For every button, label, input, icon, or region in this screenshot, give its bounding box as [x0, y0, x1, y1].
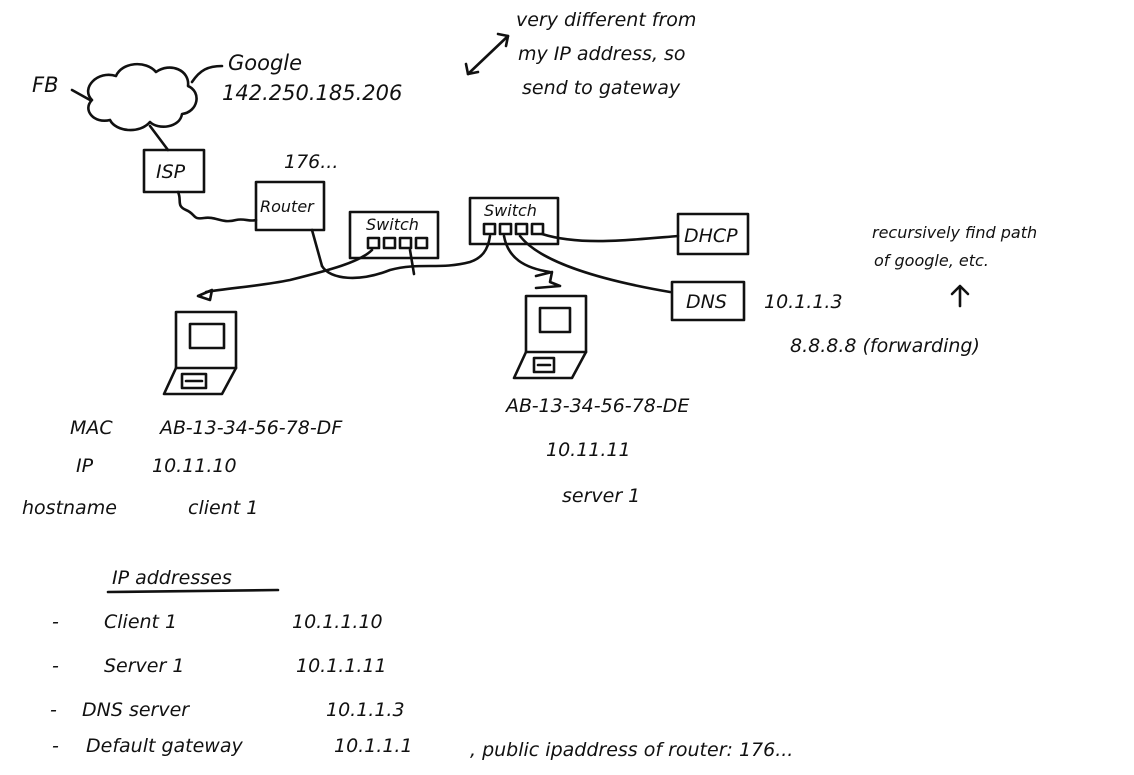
switch2-dns-link	[518, 234, 672, 294]
ip-list-item-name: Client 1	[104, 611, 177, 633]
google-label: Google	[228, 51, 302, 75]
switch1-switch2-link	[320, 234, 492, 280]
ip-list-heading: IP addresses	[112, 567, 232, 589]
router-box	[254, 180, 326, 232]
ip-list-item-name: Server 1	[104, 655, 184, 677]
dns-ip: 10.1.1.3	[764, 291, 843, 313]
ip-list-item-name: Default gateway	[86, 735, 243, 757]
client-mac: AB-13-34-56-78-DF	[158, 417, 343, 439]
switch1-client-link	[204, 248, 374, 294]
server-ip: 10.11.11	[546, 439, 631, 461]
public-ip-note: , public ipaddress of router: 176...	[470, 739, 793, 761]
client-ip: 10.11.10	[152, 455, 237, 477]
google-ip: 142.250.185.206	[222, 81, 402, 105]
switch2-label: Switch	[484, 201, 537, 220]
isp-box	[142, 148, 206, 194]
note-arrow	[466, 34, 510, 76]
isp-router-link	[176, 190, 258, 223]
note-line2: my IP address, so	[518, 43, 686, 65]
svg-text:-: -	[52, 611, 59, 633]
note-line3: send to gateway	[522, 77, 681, 99]
note-line1: very different from	[516, 9, 696, 31]
switch2-server-link	[502, 234, 552, 274]
client-laptop-icon	[162, 288, 238, 396]
recursive-line1: recursively find path	[872, 223, 1037, 242]
server-laptop-icon	[512, 270, 588, 380]
router-label: Router	[260, 197, 315, 216]
note-arrow-head1	[496, 32, 510, 48]
dhcp-box	[676, 212, 750, 256]
dns-forwarding: 8.8.8.8 (forwarding)	[790, 335, 980, 357]
google-connector	[190, 64, 224, 84]
ip-list-item: - DNS server 10.1.1.3	[50, 699, 405, 721]
router-ip: 176...	[284, 151, 338, 173]
svg-text:-: -	[52, 735, 59, 757]
isp-label: ISP	[156, 161, 186, 183]
client-hostname-label: hostname	[22, 497, 117, 519]
ip-list-heading-underline	[106, 588, 280, 594]
switch2-box	[468, 196, 560, 246]
ip-list-item-ip: 10.1.1.3	[326, 699, 405, 721]
router-switch1-link	[310, 228, 324, 268]
server-mac: AB-13-34-56-78-DE	[504, 395, 689, 417]
client-ip-label: IP	[76, 455, 94, 477]
ip-list-item-ip: 10.1.1.10	[292, 611, 383, 633]
switch1-label: Switch	[366, 215, 419, 234]
dhcp-label: DHCP	[684, 225, 738, 247]
recursive-arrow	[950, 284, 970, 308]
switch2-dhcp-link	[540, 232, 680, 243]
cloud-isp-link	[148, 124, 170, 152]
fb-connector	[70, 88, 92, 102]
switch1-ports	[366, 236, 429, 250]
client-hostname: client 1	[188, 497, 258, 519]
client-mac-label: MAC	[70, 417, 113, 439]
switch1-box	[348, 210, 440, 260]
recursive-line2: of google, etc.	[874, 251, 989, 270]
ip-list-item-ip: 10.1.1.11	[296, 655, 387, 677]
server-name: server 1	[562, 485, 640, 507]
switch1-down-link	[408, 248, 416, 276]
ip-list-item: - Default gateway 10.1.1.1	[52, 735, 413, 757]
svg-text:-: -	[52, 655, 59, 677]
ip-list-item: - Server 1 10.1.1.11	[52, 655, 387, 677]
svg-text:-: -	[50, 699, 57, 721]
ip-list-item: - Client 1 10.1.1.10	[52, 611, 383, 633]
fb-label: FB	[32, 73, 59, 97]
internet-cloud	[86, 62, 198, 132]
dns-label: DNS	[686, 291, 727, 313]
dns-box	[670, 280, 746, 322]
note-arrow-head2	[464, 62, 480, 76]
ip-list-item-name: DNS server	[82, 699, 190, 721]
ip-list-item-ip: 10.1.1.1	[334, 735, 413, 757]
switch2-ports	[482, 222, 545, 236]
